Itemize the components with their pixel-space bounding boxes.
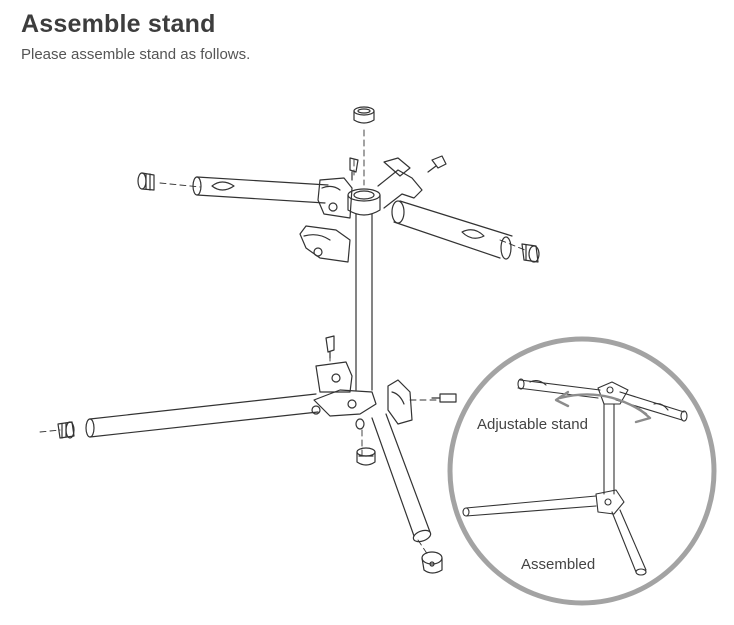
bottom-end-cap-icon <box>356 447 376 466</box>
left-lower-end-cap-icon <box>57 421 75 439</box>
top-hub-clamp-icon <box>317 157 423 219</box>
right-end-cap-icon <box>521 243 540 263</box>
knob-icon <box>355 418 365 430</box>
screw-icon <box>325 335 335 359</box>
screw-icon <box>431 393 457 403</box>
screw-icon <box>349 157 359 181</box>
upper-right-tube <box>391 200 513 260</box>
screw-icon <box>427 155 447 173</box>
page-subtitle: Please assemble stand as follows. <box>21 46 251 63</box>
clamp-icon <box>299 225 351 263</box>
assembled-label: Assembled <box>521 556 596 573</box>
top-end-cap-icon <box>353 106 375 124</box>
center-pole <box>355 213 373 391</box>
page-title: Assemble stand <box>21 10 216 38</box>
assembled-stand-icon <box>462 378 688 576</box>
diagonal-leg-tube <box>371 413 432 543</box>
adjustable-stand-label: Adjustable stand <box>477 416 588 433</box>
lower-hub-clamp-icon <box>313 361 413 425</box>
upper-left-tube <box>192 176 329 204</box>
lower-left-tube <box>85 393 321 438</box>
left-upper-end-cap-icon <box>137 172 155 191</box>
assembled-callout-circle <box>447 336 717 606</box>
rotation-arrow-icon <box>554 390 652 424</box>
foot-end-cap-icon <box>421 551 443 574</box>
